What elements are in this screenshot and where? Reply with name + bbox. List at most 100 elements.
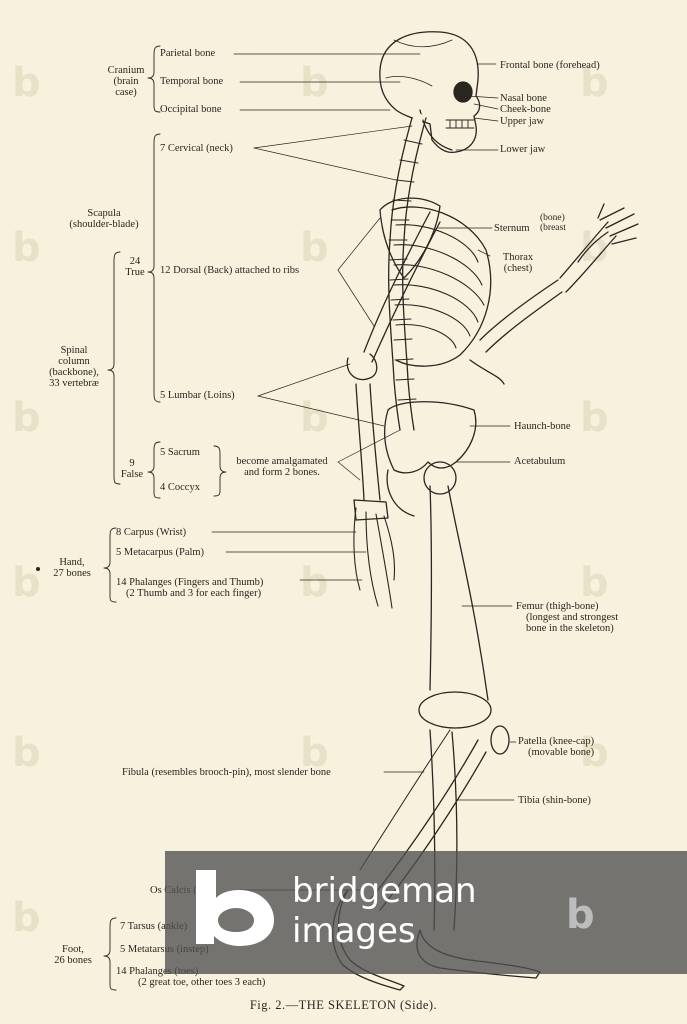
wrist-left (353, 499, 389, 521)
label-upper-jaw: Upper jaw (500, 116, 545, 127)
brace-true (107, 251, 121, 485)
background-watermark-glyph: b (12, 395, 41, 441)
label-thorax: Thorax (chest) (490, 252, 546, 274)
humerus-right (479, 279, 563, 353)
label-coccyx: 4 Coccyx (160, 482, 200, 493)
hand-left (353, 507, 396, 609)
background-watermark-glyph: b (12, 560, 41, 606)
label-lumbar: 5 Lumbar (Loins) (160, 390, 235, 401)
brace-amalgamated (213, 445, 227, 497)
label-line: Spinal (60, 345, 88, 356)
watermark-brand-line2: images (292, 911, 416, 951)
label-line: (backbone), (49, 367, 99, 378)
watermark-brand-line1: bridgeman (292, 871, 477, 911)
label-line: 9 (129, 458, 135, 469)
label-line: Femur (thigh-bone) (516, 601, 599, 612)
label-false-count: 9 False (116, 458, 148, 480)
watermark-small-logo: b (566, 892, 595, 938)
forearm-left (355, 383, 381, 501)
label-line: and form 2 bones. (244, 467, 320, 478)
background-watermark-glyph: b (580, 730, 609, 776)
background-watermark-glyph: b (580, 560, 609, 606)
forearm-right (469, 221, 617, 385)
label-metatarsus: 5 Metatarsus (instep) (120, 944, 209, 955)
background-watermark-glyph: b (300, 395, 329, 441)
label-temporal: Temporal bone (160, 76, 224, 87)
label-line: column (58, 356, 90, 367)
label-line: (movable bone) (528, 747, 595, 758)
background-watermark-glyph: b (580, 395, 609, 441)
label-patella: Patella (knee-cap) (movable bone) (518, 736, 594, 758)
label-line: (longest and strongest (526, 612, 619, 623)
humerus-left (363, 211, 441, 363)
label-sacrum: 5 Sacrum (160, 447, 200, 458)
elbow-left (346, 353, 378, 381)
label-line: 26 bones (54, 955, 92, 966)
label-line: (bone) (540, 213, 565, 223)
label-occipital: Occipital bone (160, 104, 222, 115)
label-line: Thorax (502, 252, 534, 263)
brace-vertebrae (147, 133, 161, 403)
label-line: case) (115, 87, 137, 98)
figure-caption: Fig. 2.—THE SKELETON (Side). (249, 998, 438, 1012)
label-line: Patella (knee-cap) (518, 736, 595, 747)
teeth (445, 119, 475, 129)
hand-right (577, 203, 639, 263)
background-watermark-glyph: b (300, 560, 329, 606)
femur (429, 485, 489, 701)
label-line: False (120, 469, 144, 480)
label-phalanges-hand: 14 Phalanges (Fingers and Thumb) (116, 577, 264, 588)
label-line: (breast (540, 223, 566, 233)
label-phalanges-foot-note: (2 great toe, other toes 3 each) (138, 977, 266, 988)
hip-lower (386, 469, 415, 517)
label-carpus: 8 Carpus (Wrist) (116, 527, 187, 538)
label-nasal: Nasal bone (500, 93, 547, 104)
brace-hand (103, 527, 117, 603)
label-spinal-column: Spinal column (backbone), 33 vertebræ (42, 345, 106, 389)
label-cervical: 7 Cervical (neck) (160, 143, 233, 154)
label-hand: Hand, 27 bones (44, 557, 100, 579)
label-line: bone in the skeleton) (526, 623, 614, 634)
label-line: 24 (129, 256, 141, 267)
ink-dot (36, 567, 40, 571)
pelvis (383, 401, 477, 474)
vertebral-column-outline (388, 117, 427, 431)
label-cheek: Cheek-bone (500, 104, 551, 115)
label-phalanges-foot: 14 Phalanges (toes) (116, 966, 199, 977)
background-watermark-glyph: b (12, 225, 41, 271)
label-line: (brain (113, 76, 139, 87)
patella (490, 725, 510, 755)
label-line: True (125, 267, 145, 278)
label-line: (shoulder-blade) (69, 219, 139, 230)
label-tibia: Tibia (shin-bone) (518, 795, 591, 806)
background-watermark-glyph: b (12, 60, 41, 106)
skull-suture (385, 76, 433, 87)
acetabulum-socket (423, 461, 457, 495)
background-watermark-glyph: b (300, 225, 329, 271)
background-watermark-glyph: b (300, 730, 329, 776)
label-foot: Foot, 26 bones (44, 944, 102, 966)
label-sternum: Sternum (494, 223, 530, 234)
brace-foot (103, 917, 117, 991)
label-tarsus: 7 Tarsus (ankle) (120, 921, 188, 932)
ribs (393, 224, 485, 349)
label-cranium: Cranium (brain case) (96, 65, 156, 98)
label-sternum-note: (bone) (breast (540, 213, 566, 233)
femur-condyle (418, 691, 492, 729)
label-line: Cranium (107, 65, 145, 76)
lower-leg-front (359, 729, 451, 871)
vertebra-marks (388, 139, 423, 401)
background-watermark-glyph: b (12, 895, 41, 941)
label-line: 33 vertebræ (49, 378, 99, 389)
label-frontal: Frontal bone (forehead) (500, 60, 600, 71)
eye-orbit (453, 81, 473, 103)
label-dorsal: 12 Dorsal (Back) attached to ribs (160, 265, 300, 276)
label-scapula: Scapula (shoulder-blade) (56, 208, 152, 230)
label-line: (chest) (503, 263, 533, 274)
leader-lines-right (437, 63, 517, 801)
label-line: Foot, (62, 944, 84, 955)
label-amalgamated: become amalgamated and form 2 bones. (226, 456, 338, 478)
skull (379, 31, 481, 154)
label-haunch: Haunch-bone (514, 421, 571, 432)
